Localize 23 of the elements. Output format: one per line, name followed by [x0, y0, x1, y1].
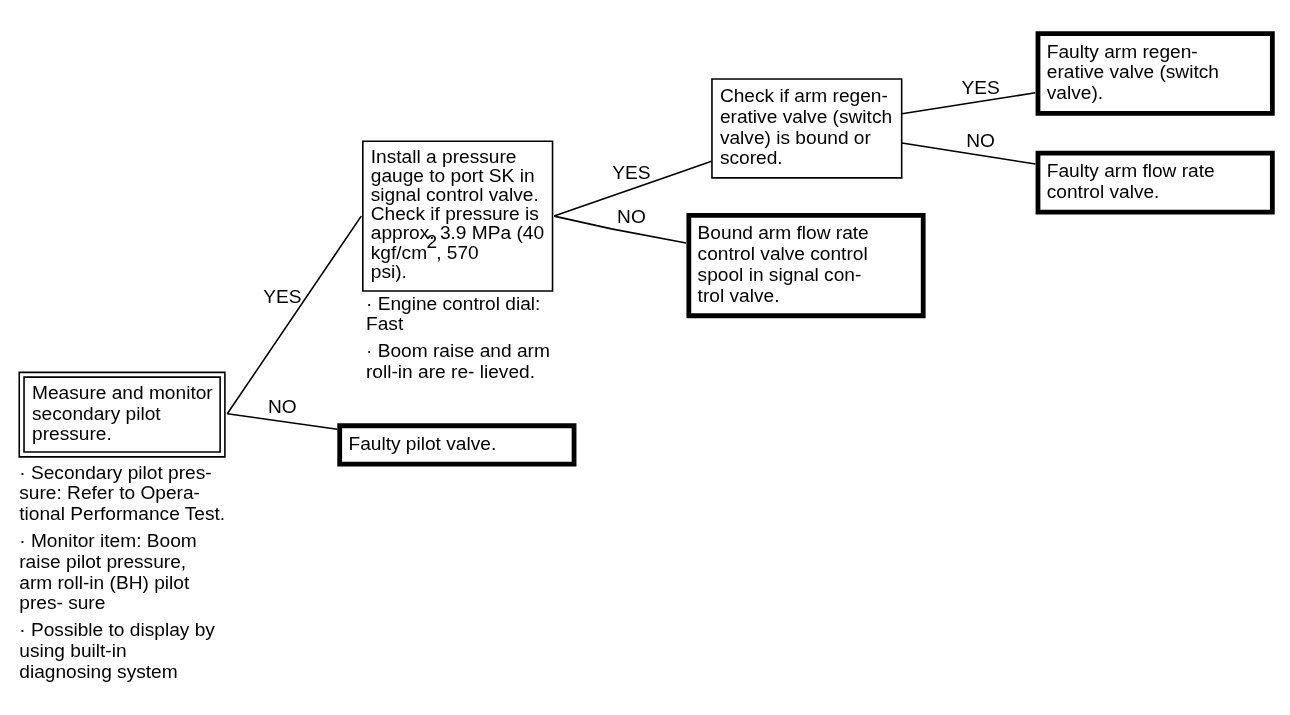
node-label: · Boom raise and arm roll-in are re- lieved.	[366, 339, 550, 382]
node-label: · Secondary pilot pres- sure: Refer to Opera- tional Performance Test.	[19, 461, 226, 524]
node-label: · Engine control dial: Fast	[366, 292, 541, 334]
edge-label: NO	[966, 129, 995, 151]
connector	[901, 91, 1037, 115]
connector	[553, 160, 713, 217]
node-box: Faulty pilot valve.	[337, 422, 577, 466]
node-box: Faulty arm regen- erative valve (switch valve).	[1035, 30, 1275, 116]
connector	[553, 214, 687, 244]
node-box: Faulty arm flow rate control valve.	[1035, 150, 1275, 214]
connector	[901, 141, 1037, 165]
edge-label: YES	[961, 76, 1000, 98]
edge-label: YES	[263, 285, 302, 307]
node-box: Bound arm flow rate control valve control spool in signal con- trol valve.	[686, 212, 926, 318]
edge-label: YES	[612, 161, 651, 183]
edge-label: NO	[267, 395, 297, 417]
node-box: Measure and monitor secondary pilot pressure.	[18, 371, 226, 458]
node-label: · Monitor item: Boom raise pilot pressure, arm roll-in (BH) pilot pres- sure	[19, 529, 197, 613]
connector	[226, 412, 339, 430]
connector	[226, 214, 362, 415]
edge-label: NO	[617, 205, 646, 227]
node-label: · Possible to display by using built-in diagnosing system	[19, 618, 215, 682]
node-box: Check if arm regen- erative valve (switch valve) is bound or scored.	[711, 77, 903, 179]
